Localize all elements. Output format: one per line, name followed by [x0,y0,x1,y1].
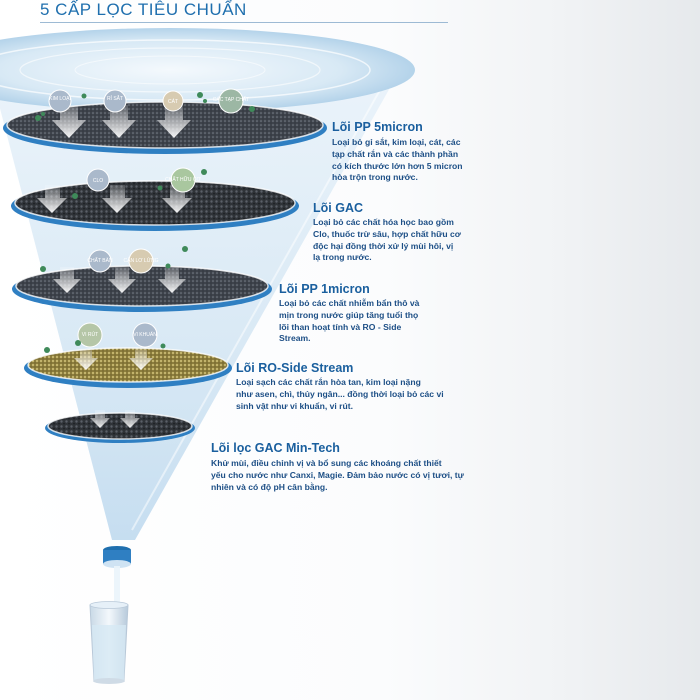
stage-title-mintech: Lõi lọc GAC Min-Tech [211,441,340,455]
description-line: Loại bỏ các chất hóa học bao gồm [313,217,454,227]
bubble-label: CÁT [168,98,178,105]
particle-clusters [35,92,255,353]
bubble-label: CLO [93,178,103,184]
filter-disc-pp1 [12,265,272,312]
stage-title-pp5: Lõi PP 5micron [332,120,423,134]
bubble-label: VI KHUẨN [133,331,157,338]
contaminant-bubbles [48,88,244,348]
bubble-label: VI RÚT [82,331,98,338]
bubble-label: KIM LOẠI [49,96,71,102]
description-line: có kích thước lớn hơn 5 micron [332,160,463,171]
description-line: lõi than hoạt tính và RO - Side [279,321,402,332]
description-line: yếu cho nước như Canxi, Magie. Đảm bảo n… [211,469,464,480]
stage-description-gac: Loại bỏ các chất hóa học bao gồm Clo, th… [313,217,473,264]
page-title: 5 CẤP LỌC TIÊU CHUẨN [40,0,247,19]
filter-disc-mintech [45,412,195,443]
filter-disc-ro [24,347,232,388]
description-line: như asen, chì, thủy ngân... đồng thời lo… [236,388,444,399]
stage-title-gac: Lõi GAC [313,201,363,215]
description-line: Clo, thuốc trừ sâu, hợp chất hữu cơ [313,228,461,239]
bubble-label: CHẤT BẨN [87,257,113,264]
description-line: tạp chất rắn và các thành phần [332,148,459,159]
description-line: Loại sạch các chất rắn hòa tan, kim loại… [236,377,421,387]
stage-title-pp1: Lõi PP 1micron [279,282,370,296]
stage-description-pp5: Loại bỏ gỉ sắt, kim loại, cát, các tạp c… [332,137,469,184]
bubble-label: RỈ SẮT [107,94,123,102]
stage-description-pp1: Loại bỏ các chất nhiễm bẩn thô và mịn tr… [279,298,432,345]
water-stream [114,566,120,614]
title-divider [40,22,448,23]
description-line: lạ trong nước. [313,252,372,263]
description-line: Khử mùi, điều chỉnh vị và bổ sung các kh… [211,458,442,468]
description-line: Loại bỏ gỉ sắt, kim loại, cát, các [332,137,461,147]
description-line: hòa trộn trong nước. [332,172,418,183]
bubble-label: CÁC TẠP CHẤT [213,96,250,103]
description-line: mịn trong nước giúp tăng tuổi thọ [279,309,419,320]
stage-description-ro: Loại sạch các chất rắn hòa tan, kim loại… [236,377,471,412]
bubble-label: CHẤT HỮU CƠ [165,176,201,183]
description-line: Stream. [279,333,311,344]
stage-title-ro: Lõi RO-Side Stream [236,361,354,375]
description-line: độc hại đồng thời xử lý mùi hôi, vị [313,240,454,251]
flow-arrows [37,105,192,428]
outlet-nozzle [103,546,131,568]
filter-disc-gac [11,180,299,231]
stage-description-mintech: Khử mùi, điều chỉnh vị và bổ sung các kh… [211,458,473,493]
description-line: Loại bỏ các chất nhiễm bẩn thô và [279,298,420,308]
description-line: nhiên và có độ pH cân bằng. [211,481,328,492]
bubble-label: CẶN LƠ LỬNG [124,257,159,264]
water-glass [89,601,129,684]
description-line: sinh vật như vi khuẩn, vi rút. [236,400,354,411]
